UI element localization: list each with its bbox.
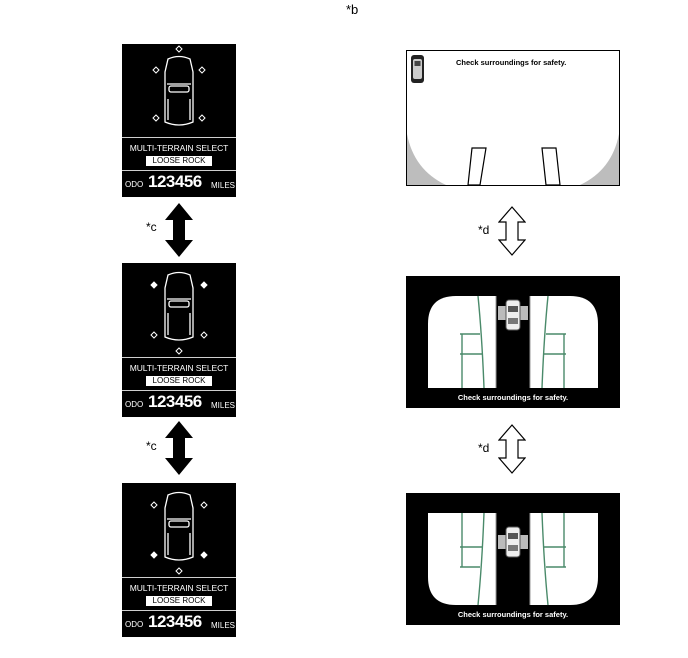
terrain-select-title: MULTI-TERRAIN SELECT — [129, 143, 229, 153]
label-d-1: *d — [478, 223, 490, 237]
vehicle-top-view-icon — [152, 45, 206, 126]
terrain-mode-badge: LOOSE ROCK — [146, 596, 212, 606]
multi-info-display-1: MULTI-TERRAIN SELECT LOOSE ROCK ODO 1234… — [122, 44, 236, 197]
separator — [122, 170, 236, 171]
double-arrow-solid-icon — [165, 203, 193, 257]
vehicle-mini-icon — [498, 299, 528, 331]
odometer-unit: MILES — [211, 401, 236, 410]
side-camera-view — [428, 512, 598, 606]
odometer-unit: MILES — [211, 181, 236, 190]
safety-message: Check surroundings for safety. — [457, 610, 569, 619]
odometer-value: 123456 — [148, 612, 202, 631]
multi-info-display-3: MULTI-TERRAIN SELECT LOOSE ROCK ODO 1234… — [122, 483, 236, 637]
safety-message: Check surroundings for safety. — [457, 393, 569, 402]
camera-screen-side-view-1: Check surroundings for safety. — [406, 276, 620, 408]
odometer-value: 123456 — [148, 172, 202, 191]
terrain-mode-badge: LOOSE ROCK — [146, 156, 212, 166]
side-camera-view — [428, 295, 598, 389]
odometer-unit: MILES — [211, 621, 236, 630]
separator — [122, 577, 236, 578]
terrain-select-title: MULTI-TERRAIN SELECT — [129, 363, 229, 373]
safety-message: Check surroundings for safety. — [456, 58, 567, 67]
odo-label: ODO — [125, 180, 144, 189]
terrain-mode-badge: LOOSE ROCK — [146, 376, 212, 386]
double-arrow-solid-icon — [165, 421, 193, 475]
double-arrow-outline-icon — [498, 206, 526, 256]
multi-info-display-2: MULTI-TERRAIN SELECT LOOSE ROCK ODO 1234… — [122, 263, 236, 417]
vehicle-mini-icon — [498, 526, 528, 558]
separator — [122, 390, 236, 391]
vehicle-top-view-icon — [150, 491, 208, 575]
separator — [122, 137, 236, 138]
camera-screen-front-view: Check surroundings for safety. — [406, 50, 620, 186]
label-c-1: *c — [146, 220, 157, 234]
odometer-value: 123456 — [148, 392, 202, 411]
terrain-select-title: MULTI-TERRAIN SELECT — [129, 583, 229, 593]
label-d-2: *d — [478, 441, 490, 455]
double-arrow-outline-icon — [498, 424, 526, 474]
vehicle-mini-icon — [411, 55, 424, 83]
front-camera-view — [406, 50, 620, 186]
label-b: *b — [346, 2, 359, 17]
separator — [122, 357, 236, 358]
vehicle-top-view-icon — [150, 271, 208, 355]
odo-label: ODO — [125, 400, 144, 409]
camera-screen-side-view-2: Check surroundings for safety. — [406, 493, 620, 625]
separator — [122, 610, 236, 611]
odo-label: ODO — [125, 620, 144, 629]
label-c-2: *c — [146, 439, 157, 453]
